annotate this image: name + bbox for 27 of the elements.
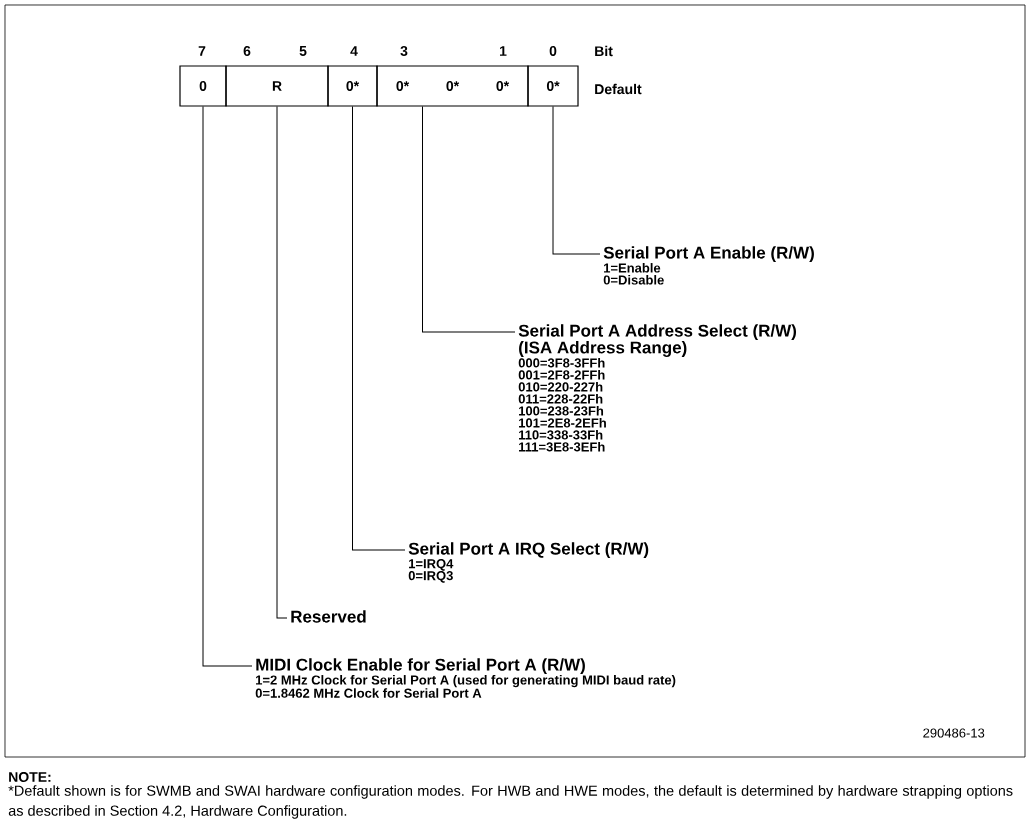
leader-line — [422, 106, 516, 333]
note-heading: NOTE: — [9, 772, 51, 782]
leader-line — [202, 106, 253, 667]
register-cell: 0* — [327, 65, 378, 107]
bit-label: Bit — [595, 45, 613, 57]
register-cell: 0 — [179, 65, 227, 107]
field-description: Serial Port A Enable (R/W) 1=Enable 0=Disable — [603, 246, 814, 285]
leader-line — [276, 106, 288, 619]
field-description: Reserved — [291, 610, 366, 623]
bit-label: 5 — [299, 46, 307, 56]
field-description: Serial Port A Address Select (R/W) (ISA Address Range) 000=3F8-3FFh 001=2F8-2FFh 010=220-227h 011=228-22Fh 100=238-23Fh 101=2E8-2EFh 110=338-33Fh 111=3E8-3EFh — [518, 324, 797, 452]
bit-label: 0 — [549, 46, 557, 56]
register-cell: R — [225, 65, 329, 107]
leader-line — [552, 106, 601, 255]
register-cell: 0* 0* 0* — [376, 65, 529, 107]
bit-label: 6 — [243, 46, 251, 56]
bit-label: 3 — [400, 46, 408, 56]
figure-number: 290486-13 — [923, 728, 985, 738]
field-description: MIDI Clock Enable for Serial Port A (R/W) 1=2 MHz Clock for Serial Port A (used for generating MIDI baud rate) 0=1.8462 MHz Clock for Serial Port A — [255, 658, 676, 698]
bit-label: 4 — [350, 46, 358, 56]
bit-label: Default — [595, 83, 642, 95]
note-text: *Default shown is for SWMB and SWAI hardware configuration modes. For HWB and HWE modes, the default is determined by hardware strapping options as described in Section 4.2, Hardware Configuration. — [8, 785, 1013, 819]
leader-line — [352, 106, 406, 551]
bit-label: 7 — [198, 46, 206, 56]
register-cell: 0* — [527, 65, 579, 107]
bit-label: 1 — [500, 46, 507, 56]
field-description: Serial Port A IRQ Select (R/W) 1=IRQ4 0=IRQ3 — [408, 542, 649, 583]
